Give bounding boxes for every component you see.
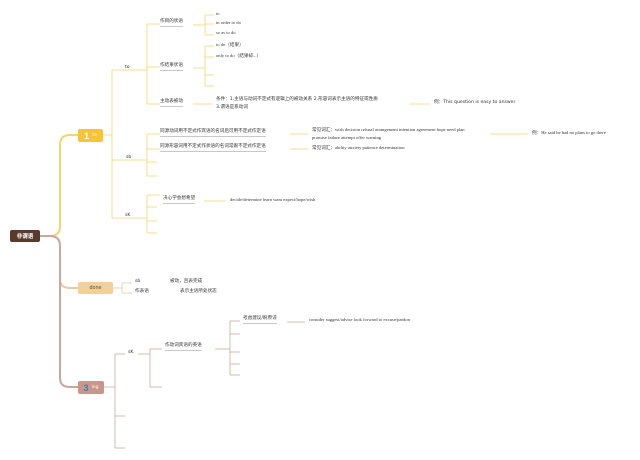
done-sb-label[interactable]: sb <box>135 279 141 284</box>
branch2-subtree-lines <box>113 282 132 294</box>
noun-common-1: 常见词汇：wish decision refusal arrangement i… <box>312 127 465 132</box>
branch-done-label: done <box>89 285 102 291</box>
to-sub-sk[interactable]: sK <box>125 213 131 218</box>
verb-group-label[interactable]: 决心学会想希望 <box>163 196 196 204</box>
branch-to-label: to <box>92 133 97 138</box>
purpose-item-1: to <box>216 11 220 16</box>
noun-common-2: promise failure attempt offer warning <box>312 135 382 140</box>
ing-verbs-label[interactable]: 作动词宾语的英语 <box>165 343 202 351</box>
branch-to-number: 1 <box>84 130 90 141</box>
active-label[interactable]: 主动表被动 <box>160 99 183 107</box>
root-label: 非谓语 <box>16 234 34 240</box>
to-sub-to[interactable]: to <box>125 65 130 70</box>
active-condition-2: 3.谓语是系动词 <box>216 105 248 110</box>
connector-root-ing <box>40 235 78 388</box>
active-condition-1: 条件：1.主语与动词不定式有逻辑上的被动关系 2.形容词表示主语的特征或性质 <box>216 97 378 102</box>
ing-sub-sk[interactable]: sK <box>128 350 134 355</box>
ing-verbs-items: consider suggest/advise look forward to … <box>309 317 410 322</box>
root-node[interactable]: 非谓语 <box>10 230 40 242</box>
done-adverbial-desc: 表示主语所处状态 <box>180 289 217 294</box>
adj-common: 常见词汇：ability anxiety patience determinat… <box>312 145 405 150</box>
adj-rule-label[interactable]: 同源形容词用不定式作状语的名词常跟不定式作定语 <box>160 144 266 152</box>
purpose-label[interactable]: 作目的状语 <box>160 19 183 27</box>
done-adverbial-label[interactable]: 作表语 <box>135 289 149 294</box>
to-sub-sb[interactable]: sb <box>126 155 132 160</box>
done-sb-desc: 被动，且表完成 <box>170 279 203 284</box>
branch-ing-node[interactable]: 3 ing <box>78 381 104 394</box>
branch-to-node[interactable]: 1 to <box>78 129 103 142</box>
branch-ing-label: ing <box>91 385 99 390</box>
result-label[interactable]: 作结果状语 <box>160 63 183 71</box>
result-item-2: only to do（结果却...） <box>216 53 262 58</box>
connector-root-to <box>40 134 78 237</box>
purpose-item-3: so as to do <box>216 30 236 35</box>
noun-rule-label[interactable]: 同源动词用不定式作宾语的名词后可用不定式作定语 <box>160 129 266 137</box>
branch-done-node[interactable]: done <box>78 282 113 294</box>
branch1-subtree-lines <box>103 14 528 234</box>
result-item-1: to do（结果） <box>216 42 244 47</box>
noun-example: 例：He said he had no plans to go there <box>532 130 606 135</box>
active-example: 例：This question is easy to answer <box>434 100 516 105</box>
purpose-item-2: in order to do <box>216 20 241 25</box>
ing-verbs-group[interactable]: 考虑建议/盼原谅 <box>243 316 277 324</box>
verb-group-items: decide/determine learn want expect/hope/… <box>230 197 316 202</box>
branch-ing-number: 3 <box>83 382 89 393</box>
branch3-subtree-lines <box>104 320 305 449</box>
